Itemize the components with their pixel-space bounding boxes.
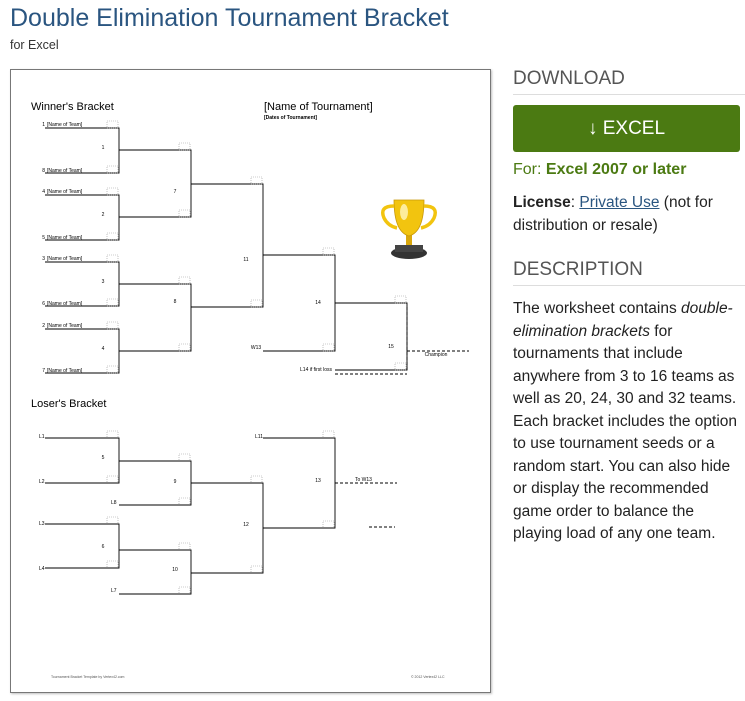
w13-label: W13 <box>251 345 262 351</box>
game-number: 2 <box>102 212 105 218</box>
license-line: License: Private Use (not for distributi… <box>513 191 745 237</box>
game-number: 14 <box>315 300 321 306</box>
tournament-name: [Name of Tournament] <box>264 101 373 113</box>
team-seed: 3 <box>42 256 45 262</box>
team-seed: 7 <box>42 368 45 374</box>
description-heading: DESCRIPTION <box>513 259 745 286</box>
team-name: [Name of Team] <box>47 122 83 128</box>
requirements-value: Excel 2007 or later <box>546 161 687 178</box>
page-subtitle: for Excel <box>10 38 59 52</box>
l14-label: L14 if first loss <box>300 367 332 373</box>
game-number: 10 <box>172 567 178 573</box>
sidebar: DOWNLOAD ↓ EXCEL For: Excel 2007 or late… <box>513 68 745 546</box>
game-number: 6 <box>102 544 105 550</box>
download-excel-button[interactable]: ↓ EXCEL <box>513 105 740 152</box>
l11-label: L11 <box>255 434 263 440</box>
game-number: 8 <box>174 299 177 305</box>
game-number: 1 <box>102 145 105 151</box>
description-text: The worksheet contains double-eliminatio… <box>513 298 745 546</box>
requirements-line: For: Excel 2007 or later <box>513 161 745 179</box>
losers-bracket-lines <box>45 438 335 594</box>
download-heading: DOWNLOAD <box>513 68 745 95</box>
loser-entry: L2 <box>39 479 45 485</box>
loser-entry: L4 <box>39 566 45 572</box>
preview-footer-right: © 2012 Vertex42 LLC <box>411 675 445 679</box>
bracket-drawing: Winner's Bracket [Name of Tournament] [D… <box>11 70 490 692</box>
game-number: 11 <box>243 257 248 263</box>
winners-team-list: 1 [Name of Team] 8 [Name of Team] 4 [Nam… <box>42 122 83 374</box>
game-number: 15 <box>388 344 394 350</box>
team-name: [Name of Team] <box>47 323 83 329</box>
winners-bracket-lines <box>45 128 407 373</box>
winners-dashed-lines <box>335 307 469 527</box>
game-number: 13 <box>315 478 321 484</box>
loser-entry: L3 <box>39 521 45 527</box>
score-boxes <box>107 121 406 594</box>
team-seed: 5 <box>42 235 45 241</box>
team-seed: 8 <box>42 168 45 174</box>
team-seed: 4 <box>42 189 45 195</box>
to-w13-label: To W13 <box>355 477 372 483</box>
champion-label: Champion <box>425 352 448 358</box>
game-number: 12 <box>243 522 249 528</box>
team-seed: 6 <box>42 301 45 307</box>
team-name: [Name of Team] <box>47 256 83 262</box>
l8-label: L8 <box>111 500 117 506</box>
game-number: 3 <box>102 279 105 285</box>
winners-bracket-label: Winner's Bracket <box>31 101 114 113</box>
game-number: 5 <box>102 455 105 461</box>
preview-footer-left: Tournament Bracket Template by Vertex42.… <box>51 675 125 679</box>
bracket-preview-image[interactable]: Winner's Bracket [Name of Tournament] [D… <box>10 69 491 693</box>
description-part2: for tournaments that include anywhere fr… <box>513 323 737 543</box>
losers-bracket-label: Loser's Bracket <box>31 398 106 410</box>
game-number: 4 <box>102 346 105 352</box>
private-use-link[interactable]: Private Use <box>579 194 659 211</box>
license-label: License <box>513 194 571 211</box>
team-seed: 2 <box>42 323 45 329</box>
game-number: 9 <box>174 479 177 485</box>
tournament-dates: [Dates of Tournament] <box>264 115 317 121</box>
game-number: 7 <box>174 189 177 195</box>
trophy-icon <box>383 200 436 259</box>
loser-entry: L1 <box>39 434 45 440</box>
description-part1: The worksheet contains <box>513 300 681 317</box>
requirements-prefix: For: <box>513 161 546 178</box>
l7-label: L7 <box>111 588 117 594</box>
team-seed: 1 <box>42 122 45 128</box>
page-title: Double Elimination Tournament Bracket <box>10 4 449 33</box>
team-name: [Name of Team] <box>47 189 83 195</box>
